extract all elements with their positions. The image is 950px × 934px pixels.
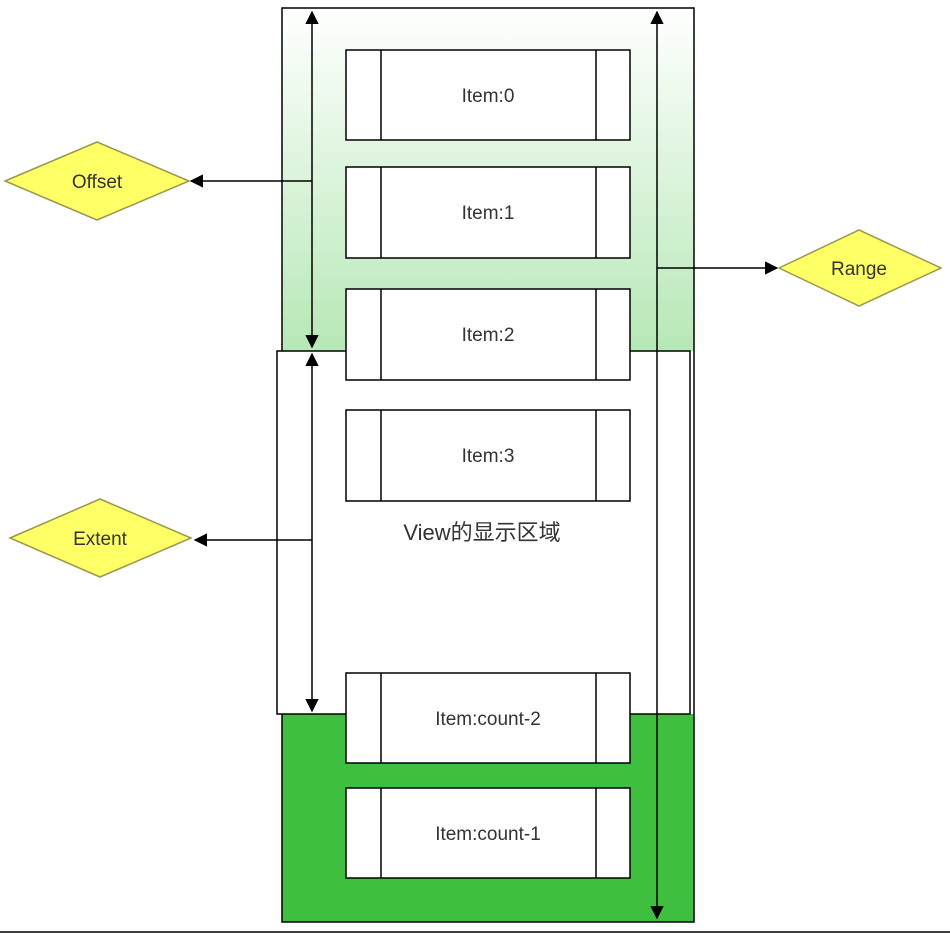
offset-label: Offset — [72, 172, 123, 193]
item-label: Item:1 — [462, 203, 515, 224]
item-label: Item:2 — [462, 325, 515, 346]
offset-diamond: Offset — [3, 141, 191, 221]
item-label: Item:0 — [462, 86, 515, 107]
extent-label: Extent — [73, 529, 128, 550]
item-box: Item:3 — [345, 409, 631, 502]
extent-diamond: Extent — [8, 498, 193, 578]
item-box: Item:2 — [345, 288, 631, 381]
range-label: Range — [831, 259, 887, 280]
item-label: Item:count-2 — [435, 709, 541, 730]
view-area-label: View的显示区域 — [403, 520, 560, 545]
range-diamond: Range — [777, 229, 943, 307]
item-box: Item:count-2 — [345, 672, 631, 764]
item-label: Item:count-1 — [435, 824, 541, 845]
item-label: Item:3 — [462, 446, 515, 467]
item-box: Item:count-1 — [345, 787, 631, 879]
item-box: Item:1 — [345, 166, 631, 259]
item-box: Item:0 — [345, 49, 631, 141]
